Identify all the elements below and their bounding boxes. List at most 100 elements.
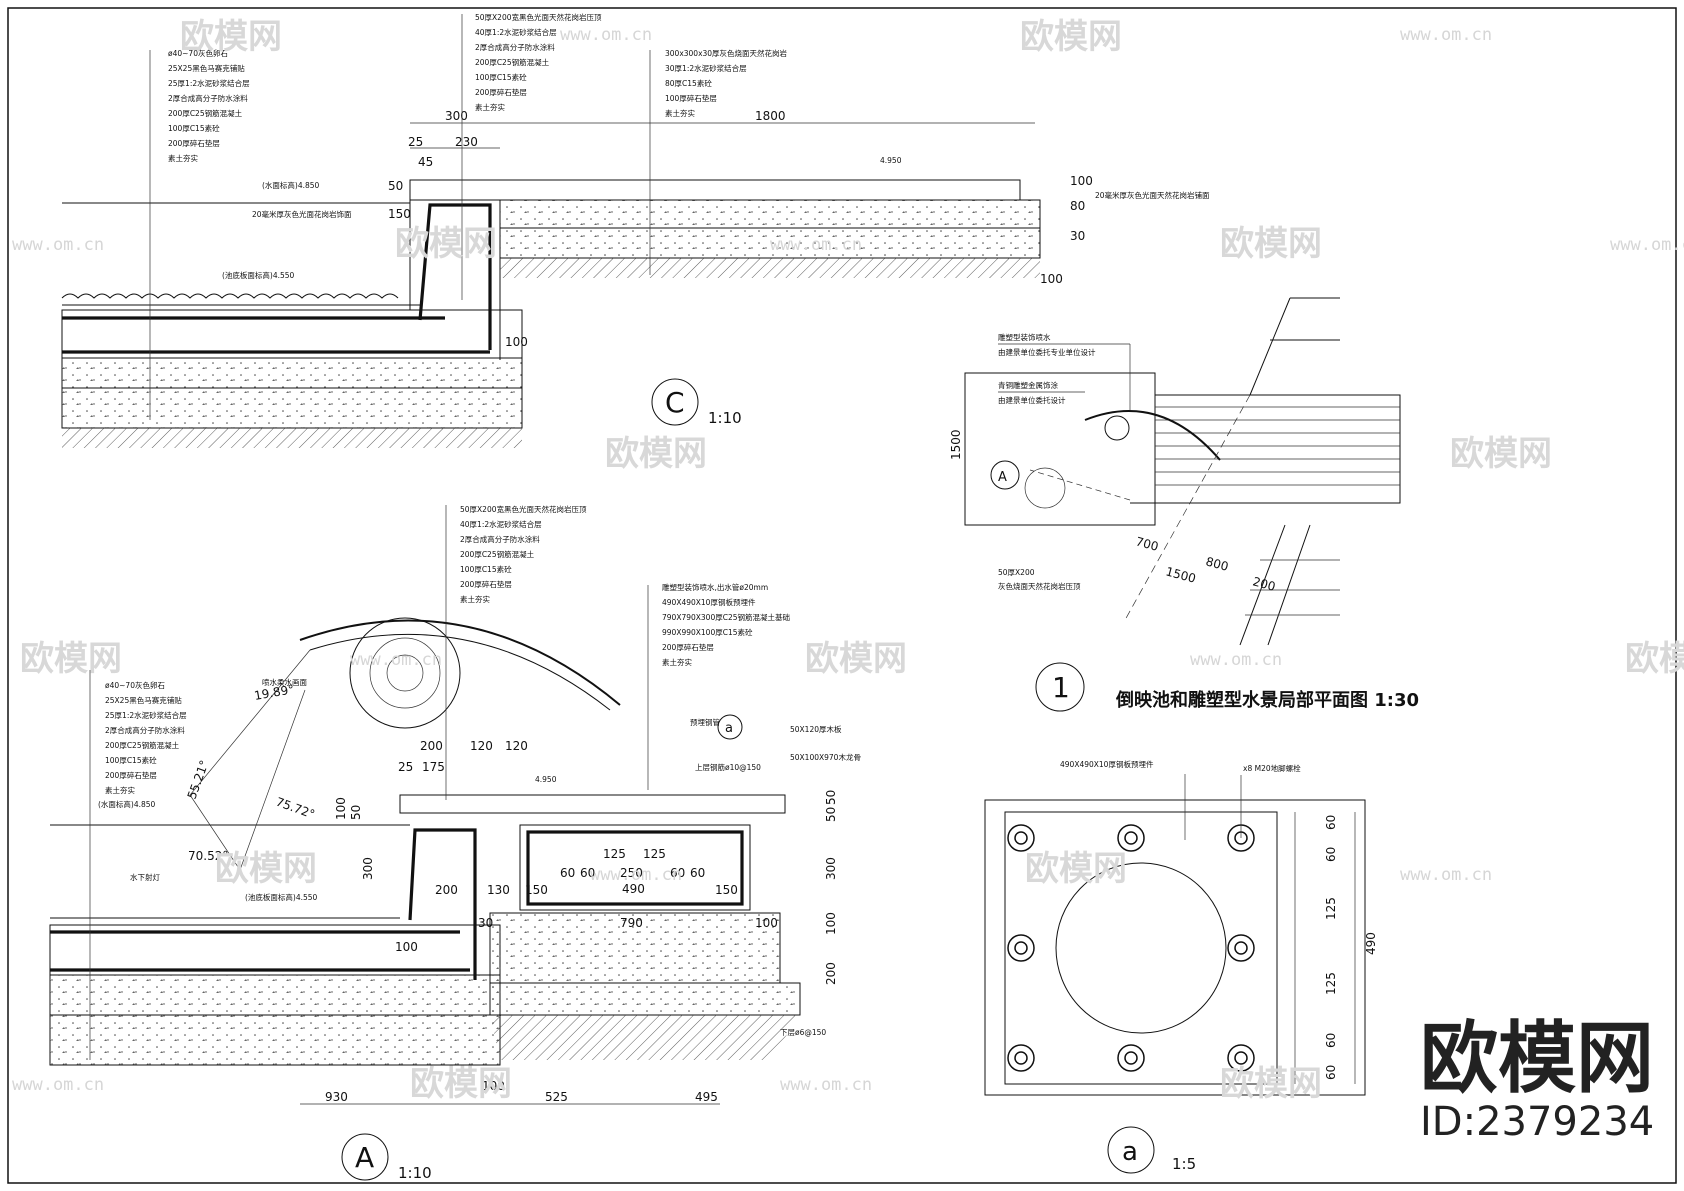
svg-text:25厚1:2水泥砂浆结合层: 25厚1:2水泥砂浆结合层 xyxy=(168,78,250,88)
svg-text:素土夯实: 素土夯实 xyxy=(662,657,692,667)
svg-text:490X490X10厚钢板预埋件: 490X490X10厚钢板预埋件 xyxy=(662,597,756,607)
svg-text:100厚碎石垫层: 100厚碎石垫层 xyxy=(665,93,717,103)
svg-text:200厚碎石垫层: 200厚碎石垫层 xyxy=(662,642,714,652)
notes-right-a: 雕塑型装饰喷水,出水管ø20mm 490X490X10厚钢板预埋件 790X79… xyxy=(662,582,790,667)
brand-logo: 欧模网 xyxy=(1420,1014,1654,1104)
dim-200: 200 xyxy=(1251,574,1277,593)
svg-text:100厚C15素砼: 100厚C15素砼 xyxy=(105,755,157,765)
svg-text:150: 150 xyxy=(715,883,738,897)
plan-1-drawing: A 雕塑型装饰喷水 由建景单位委托专业单位设计 青铜雕塑金属饰涂 由建景单位委托… xyxy=(949,297,1419,712)
callout-a: A xyxy=(355,1141,374,1174)
svg-text:50: 50 xyxy=(824,790,838,805)
svg-text:300: 300 xyxy=(824,857,838,880)
svg-text:250: 250 xyxy=(620,866,643,880)
svg-text:欧模网: 欧模网 xyxy=(215,849,317,889)
svg-text:60: 60 xyxy=(1324,1033,1338,1048)
svg-text:150: 150 xyxy=(525,883,548,897)
callout-c: C xyxy=(665,386,685,419)
svg-text:由建景单位委托专业单位设计: 由建景单位委托专业单位设计 xyxy=(998,347,1096,357)
svg-text:175: 175 xyxy=(422,760,445,774)
svg-text:素土夯实: 素土夯实 xyxy=(475,102,505,112)
svg-text:2厚合成高分子防水涂料: 2厚合成高分子防水涂料 xyxy=(475,42,555,52)
scale-c: 1:10 xyxy=(708,409,742,427)
svg-text:欧模网: 欧模网 xyxy=(1020,17,1122,57)
dim-45: 45 xyxy=(418,155,433,169)
svg-text:490: 490 xyxy=(622,882,645,896)
svg-text:100厚C15素砼: 100厚C15素砼 xyxy=(168,123,220,133)
callout-1: 1 xyxy=(1052,671,1070,704)
svg-text:70.52°: 70.52° xyxy=(188,849,228,863)
level-bottom-c: (池底板面标高)4.550 xyxy=(222,270,295,280)
svg-text:990X990X100厚C15素砼: 990X990X100厚C15素砼 xyxy=(662,627,753,637)
svg-text:青铜雕塑金属饰涂: 青铜雕塑金属饰涂 xyxy=(998,380,1058,390)
svg-text:欧模网: 欧模网 xyxy=(1025,849,1127,889)
sheet-frame xyxy=(7,7,1677,1184)
svg-text:25X25黑色马赛克铺贴: 25X25黑色马赛克铺贴 xyxy=(168,63,245,73)
svg-text:200厚C25钢筋混凝土: 200厚C25钢筋混凝土 xyxy=(460,549,535,559)
svg-text:300x300x30厚灰色烧面天然花岗岩: 300x300x30厚灰色烧面天然花岗岩 xyxy=(665,48,788,58)
svg-text:80厚C15素砼: 80厚C15素砼 xyxy=(665,78,712,88)
svg-text:2厚合成高分子防水涂料: 2厚合成高分子防水涂料 xyxy=(168,93,248,103)
notes-right-c: 300x300x30厚灰色烧面天然花岗岩 30厚1:2水泥砂浆结合层 80厚C1… xyxy=(665,48,788,118)
svg-text:由建景单位委托设计: 由建景单位委托设计 xyxy=(998,395,1066,405)
svg-text:60: 60 xyxy=(690,866,705,880)
svg-text:雕塑型装饰喷水: 雕塑型装饰喷水 xyxy=(998,332,1051,342)
svg-text:60: 60 xyxy=(560,866,575,880)
svg-text:ø40~70灰色卵石: ø40~70灰色卵石 xyxy=(105,680,165,690)
svg-text:100: 100 xyxy=(824,912,838,935)
svg-text:欧模网: 欧模网 xyxy=(1220,1064,1322,1104)
svg-text:120: 120 xyxy=(470,739,493,753)
svg-text:30: 30 xyxy=(478,916,493,930)
svg-text:60: 60 xyxy=(1324,1065,1338,1080)
watermarks: 欧模网 www.om.cn 欧模网 www.om.cn www.om.cn 欧模… xyxy=(12,17,1684,1104)
svg-text:55.21°: 55.21° xyxy=(185,758,212,801)
svg-text:495: 495 xyxy=(695,1090,718,1104)
detail-a-dims: 60 60 125 125 60 60 490 xyxy=(1324,815,1378,1080)
svg-text:200厚碎石垫层: 200厚碎石垫层 xyxy=(475,87,527,97)
svg-text:100厚C15素砼: 100厚C15素砼 xyxy=(475,72,527,82)
svg-text:欧模网: 欧模网 xyxy=(605,434,707,474)
svg-text:上层钢筋ø10@150: 上层钢筋ø10@150 xyxy=(695,762,761,772)
level-ground-a: 4.950 xyxy=(535,775,557,784)
svg-text:200厚C25钢筋混凝土: 200厚C25钢筋混凝土 xyxy=(105,740,180,750)
svg-text:欧模网: 欧模网 xyxy=(1625,639,1684,679)
notes-mid-c: 50厚X200宽黑色光面天然花岗岩压顶 40厚1:2水泥砂浆结合层 2厚合成高分… xyxy=(475,12,602,112)
svg-text:200厚碎石垫层: 200厚碎石垫层 xyxy=(460,579,512,589)
svg-text:25厚1:2水泥砂浆结合层: 25厚1:2水泥砂浆结合层 xyxy=(105,710,187,720)
svg-text:300: 300 xyxy=(361,857,375,880)
svg-text:www.om.cn: www.om.cn xyxy=(1400,865,1492,885)
svg-text:125: 125 xyxy=(643,847,666,861)
scale-a: 1:10 xyxy=(398,1164,432,1182)
svg-text:www.om.cn: www.om.cn xyxy=(770,235,862,255)
svg-text:欧模网: 欧模网 xyxy=(410,1064,512,1104)
svg-text:ø40~70灰色卵石: ø40~70灰色卵石 xyxy=(168,48,228,58)
svg-text:素土夯实: 素土夯实 xyxy=(665,108,695,118)
svg-text:50厚X200: 50厚X200 xyxy=(998,568,1035,577)
dim-80: 80 xyxy=(1070,199,1085,213)
svg-text:60: 60 xyxy=(580,866,595,880)
svg-text:200: 200 xyxy=(824,962,838,985)
svg-text:100: 100 xyxy=(755,916,778,930)
svg-text:125: 125 xyxy=(1324,972,1338,995)
svg-text:50厚X200宽黑色光面天然花岗岩压顶: 50厚X200宽黑色光面天然花岗岩压顶 xyxy=(475,12,602,22)
dim-150: 150 xyxy=(388,207,411,221)
svg-text:130: 130 xyxy=(487,883,510,897)
svg-text:125: 125 xyxy=(1324,897,1338,920)
svg-text:a: a xyxy=(725,721,733,736)
plan-tag-a xyxy=(990,460,1020,490)
dim-1500: 1500 xyxy=(1164,564,1197,585)
svg-text:200厚C25钢筋混凝土: 200厚C25钢筋混凝土 xyxy=(168,108,243,118)
svg-text:50X100X970木龙骨: 50X100X970木龙骨 xyxy=(790,752,861,762)
svg-text:50: 50 xyxy=(349,805,363,820)
section-c-drawing: 300 1800 25 230 45 50 150 100 100 80 30 … xyxy=(61,12,1210,448)
dim-1500v: 1500 xyxy=(949,429,963,460)
svg-text:A: A xyxy=(998,470,1007,485)
dim-1800: 1800 xyxy=(755,109,786,123)
dim-300: 300 xyxy=(445,109,468,123)
dim-25: 25 xyxy=(408,135,423,149)
svg-text:欧模网: 欧模网 xyxy=(395,224,497,264)
scale-a-small: 1:5 xyxy=(1172,1155,1196,1173)
notes-left-c: ø40~70灰色卵石 25X25黑色马赛克铺贴 25厚1:2水泥砂浆结合层 2厚… xyxy=(168,48,250,163)
svg-text:200: 200 xyxy=(420,739,443,753)
